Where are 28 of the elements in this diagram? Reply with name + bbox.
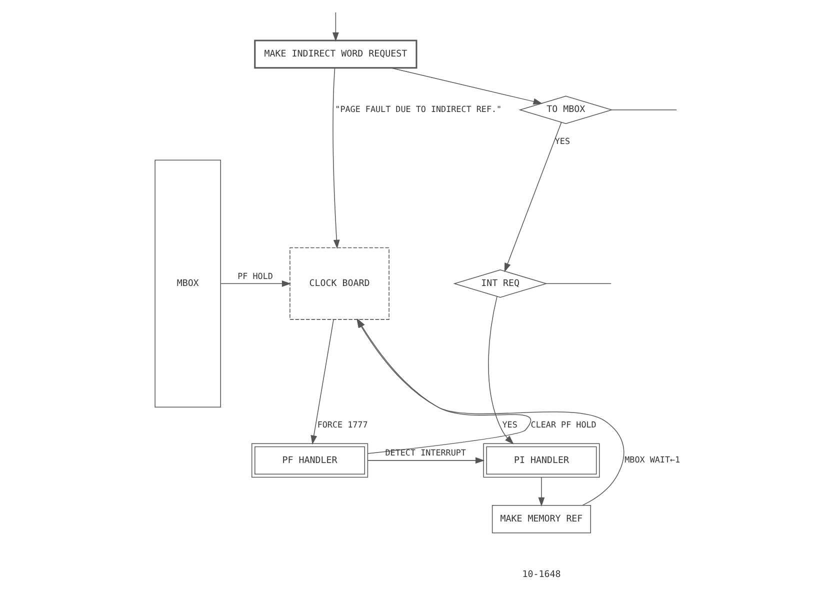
edge-label: MBOX WAIT←1 (624, 454, 680, 465)
node-box: PI HANDLER (483, 443, 600, 478)
arrow (220, 280, 292, 287)
node-box: MAKE MEMORY REF (492, 505, 592, 534)
node-diamond: INT REQ (453, 270, 548, 298)
edge-label: DETECT INTERRUPT (385, 448, 466, 458)
edge-label: CLEAR PF HOLD (530, 420, 596, 430)
node-diamond: TO MBOX (518, 96, 614, 124)
arrow (310, 319, 334, 445)
connector (546, 283, 612, 284)
arrow (488, 296, 514, 444)
node-box: CLOCK BOARD (290, 247, 390, 320)
edge-label: PF HOLD (238, 270, 273, 281)
node-box: MAKE INDIRECT WORD REQUEST (254, 40, 418, 69)
edge-label: "PAGE FAULT DUE TO INDIRECT REF." (335, 104, 502, 114)
arrow (332, 68, 340, 249)
connector (611, 109, 677, 110)
arrow (538, 477, 545, 507)
edge-label: YES (554, 136, 570, 146)
node-box: MBOX (154, 160, 221, 408)
edge-label: YES (502, 420, 518, 430)
node-box: PF HANDLER (251, 443, 368, 478)
arrow (390, 68, 543, 105)
arrow (332, 12, 339, 42)
arrow (504, 122, 562, 272)
label: 10-1648 (522, 570, 561, 580)
arrow (368, 457, 485, 464)
edge-label: FORCE 1777 (317, 420, 368, 430)
